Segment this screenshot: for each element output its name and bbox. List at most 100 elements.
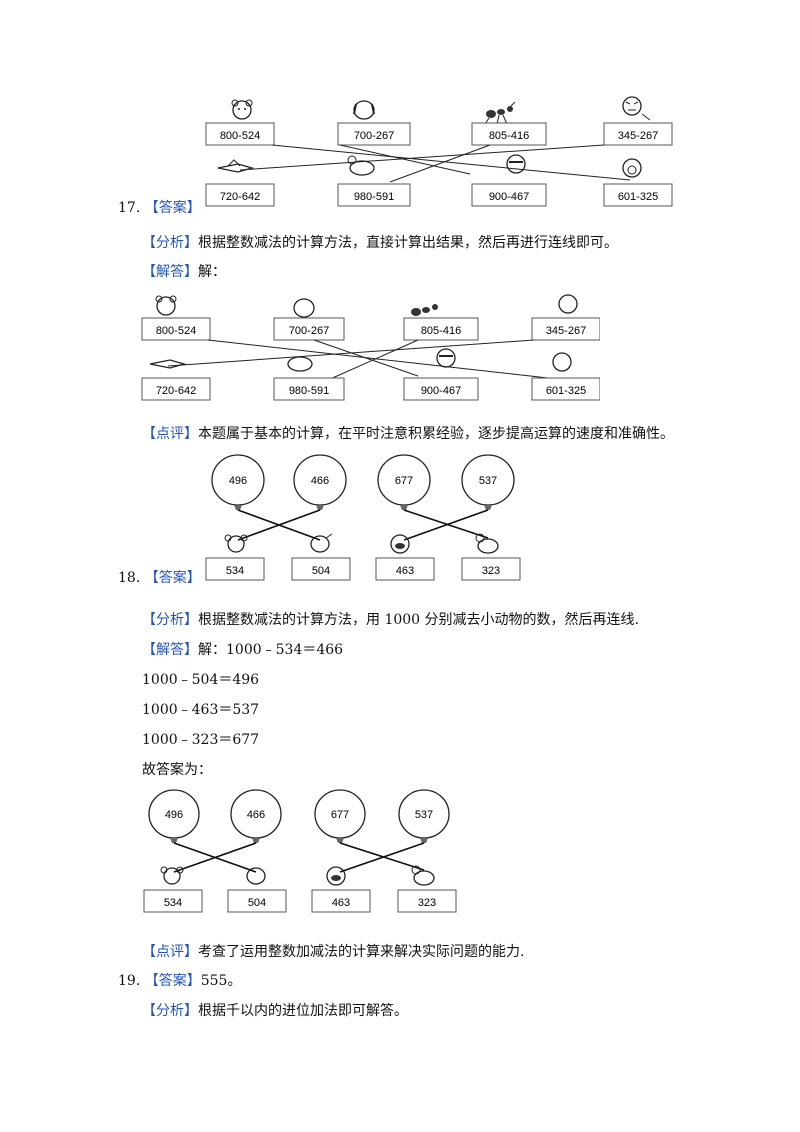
dog-icon [310, 533, 333, 553]
dog-icon [353, 100, 375, 120]
duck-icon [475, 533, 499, 554]
question-number: 17. [118, 200, 141, 216]
bear-icon [224, 534, 248, 553]
bird-icon [149, 359, 187, 369]
q19-analysis: 【分析】根据千以内的进位加法即可解答。 [142, 1001, 408, 1021]
q18-solution: 【解答】解：1000﹣534＝466 [142, 640, 343, 660]
q19-answer-line: 19. 【答案】555。 [118, 971, 241, 991]
answer-text: 555。 [200, 973, 242, 989]
balloon-value: 677 [331, 809, 349, 821]
balloon-icon: 537 [461, 454, 515, 510]
analysis-text: 根据整数减法的计算方法，直接计算出结果，然后再进行连线即可。 [198, 235, 618, 251]
bear-icon [160, 866, 184, 885]
comment-text: 本题属于基本的计算，在平时注意积累经验，逐步提高运算的速度和准确性。 [198, 426, 674, 442]
comment-tag: 【点评】 [142, 944, 198, 960]
q17-top-expr: 805-416 [489, 130, 529, 142]
q17-solution: 【解答】解： [142, 262, 226, 282]
solution-text: 解： [198, 264, 226, 280]
animal-value: 463 [396, 565, 414, 577]
duck-icon [411, 865, 435, 886]
analysis-text: 根据千以内的进位加法即可解答。 [198, 1003, 408, 1019]
tiger-icon [622, 96, 651, 121]
q17-bottom-expr: 601-325 [618, 191, 658, 203]
question-number: 19. [118, 973, 141, 989]
conclusion-text: 故答案为： [142, 762, 212, 778]
balloon-icon: 537 [398, 789, 450, 843]
q17-top-expr: 800-524 [156, 325, 196, 337]
solution-line: 1000﹣463＝537 [142, 702, 260, 718]
q18-figure-solution: 496 466 677 537 534 504 463 323 [143, 789, 457, 913]
bear-icon [155, 295, 177, 316]
monkey-icon [506, 154, 526, 174]
animal-value: 323 [418, 897, 436, 909]
q17-analysis: 【分析】根据整数减法的计算方法，直接计算出结果，然后再进行连线即可。 [142, 233, 618, 253]
q17-comment: 【点评】本题属于基本的计算，在平时注意积累经验，逐步提高运算的速度和准确性。 [142, 424, 674, 444]
monkey-icon [436, 348, 456, 368]
balloon-icon: 466 [293, 454, 347, 510]
analysis-tag: 【分析】 [142, 1003, 198, 1019]
q17-top-expr: 700-267 [289, 325, 329, 337]
animal-value: 463 [332, 897, 350, 909]
analysis-tag: 【分析】 [142, 235, 198, 251]
balloon-icon: 466 [230, 789, 282, 843]
q17-top-expr: 805-416 [421, 325, 461, 337]
balloon-value: 466 [311, 475, 329, 487]
answer-tag: 【答案】 [144, 200, 201, 216]
q17-bottom-expr: 900-467 [489, 191, 529, 203]
balloon-value: 496 [229, 475, 247, 487]
solution-line: 解：1000﹣534＝466 [198, 642, 344, 658]
answer-tag: 【答案】 [144, 570, 201, 586]
q17-top-expr: 800-524 [220, 130, 260, 142]
monkey-icon [552, 352, 572, 372]
balloon-value: 537 [479, 475, 497, 487]
puppy-icon [287, 356, 313, 372]
q17-bottom-expr: 900-467 [421, 385, 461, 397]
q17-top-expr: 345-267 [618, 130, 658, 142]
q17-bottom-expr: 720-642 [156, 385, 196, 397]
balloon-icon: 496 [148, 789, 200, 843]
animal-value: 504 [248, 897, 266, 909]
dog-icon [246, 867, 266, 885]
solution-tag: 【解答】 [142, 264, 198, 280]
monkey-icon [622, 158, 642, 178]
puppy-icon [347, 155, 375, 176]
dog-icon [293, 298, 315, 318]
animal-value: 534 [164, 897, 182, 909]
ant-icon [411, 304, 438, 316]
q17-bottom-expr: 980-591 [354, 191, 394, 203]
animal-value: 323 [482, 565, 500, 577]
balloon-icon: 496 [211, 454, 265, 510]
q18-figure-answer: 496 466 677 537 534 504 463 323 [205, 454, 521, 581]
q17-top-expr: 700-267 [354, 130, 394, 142]
balloon-value: 537 [415, 809, 433, 821]
solution-tag: 【解答】 [142, 642, 198, 658]
analysis-tag: 【分析】 [142, 612, 198, 628]
comment-text: 考查了运用整数加减法的计算来解决实际问题的能力. [198, 944, 525, 960]
solution-line: 1000﹣504＝496 [142, 672, 260, 688]
balloon-value: 677 [395, 475, 413, 487]
comment-tag: 【点评】 [142, 426, 198, 442]
balloon-value: 496 [165, 809, 183, 821]
solution-line: 1000﹣323＝677 [142, 732, 260, 748]
q18-answer-line: 18. 【答案】 [118, 568, 201, 588]
q17-figure-answer: 800-524 700-267 805-416 345-267 720-642 … [205, 96, 673, 207]
cat-icon [390, 534, 410, 554]
q17-top-expr: 345-267 [546, 325, 586, 337]
q17-bottom-expr: 601-325 [546, 385, 586, 397]
bird-icon [217, 159, 255, 173]
bear-icon [231, 99, 253, 120]
tiger-icon [558, 294, 578, 314]
balloon-icon: 677 [377, 454, 431, 510]
animal-value: 504 [312, 565, 330, 577]
q18-analysis: 【分析】根据整数减法的计算方法，用 1000 分别减去小动物的数，然后再连线. [142, 610, 639, 630]
q17-bottom-expr: 980-591 [289, 385, 329, 397]
answer-tag: 【答案】 [144, 973, 201, 989]
balloon-icon: 677 [314, 789, 366, 843]
q17-figure-solution: 800-524 700-267 805-416 345-267 720-642 … [141, 294, 600, 401]
analysis-text: 根据整数减法的计算方法，用 1000 分别减去小动物的数，然后再连线. [198, 612, 639, 628]
ant-icon [484, 101, 516, 125]
cat-icon [326, 866, 346, 886]
animal-value: 534 [226, 565, 244, 577]
balloon-value: 466 [247, 809, 265, 821]
q17-bottom-expr: 720-642 [220, 191, 260, 203]
